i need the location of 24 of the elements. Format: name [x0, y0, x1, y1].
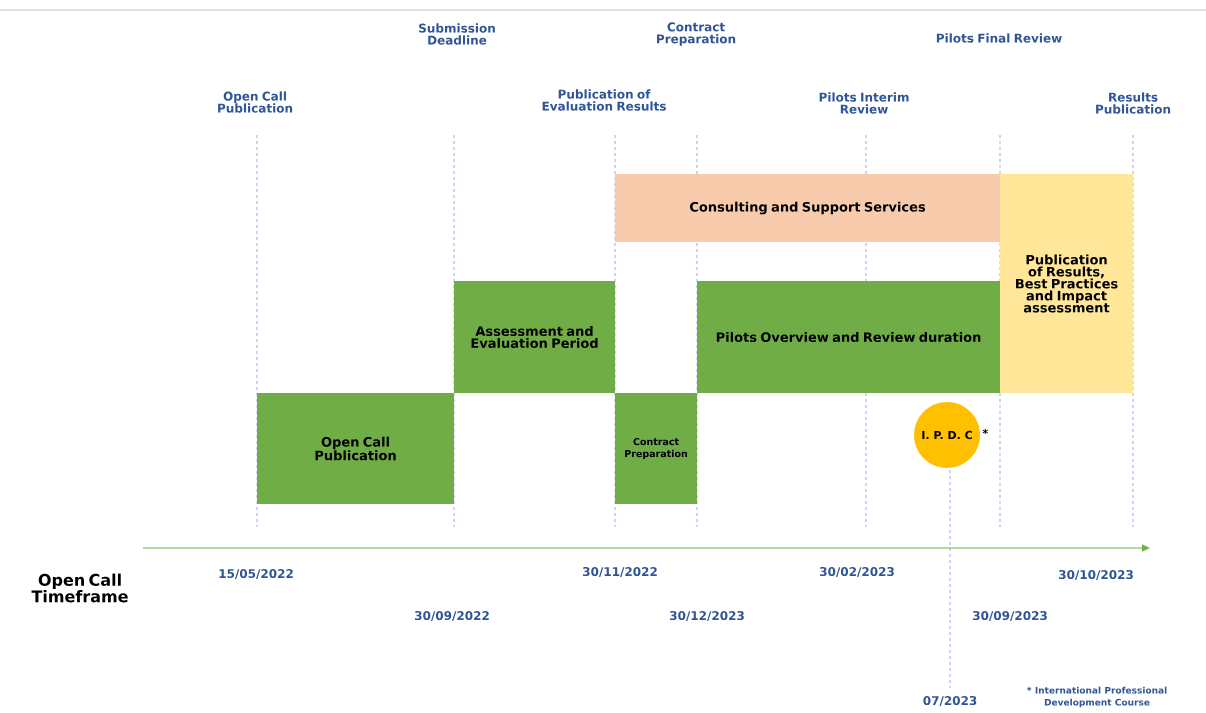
date-label: 30/10/2023: [1059, 570, 1133, 580]
row-label: Open Call Timeframe: [31, 573, 128, 603]
date-label: 15/05/2022: [219, 569, 293, 579]
date-label: 07/2023: [923, 696, 977, 706]
milestone-label: Pilots Interim Review: [819, 92, 909, 114]
process-box: Assessment and Evaluation Period: [454, 281, 615, 393]
date-label: 30/09/2022: [415, 611, 489, 621]
milestone-label: Results Publication: [1096, 92, 1171, 114]
date-label: 30/02/2023: [820, 567, 894, 577]
process-box: Publication of Results, Best Practices and Impact assessment: [1000, 174, 1133, 393]
footnote-mark: *: [982, 428, 988, 435]
milestone-label: Submission Deadline: [419, 23, 495, 45]
date-label: 30/12/2023: [670, 611, 744, 621]
process-box: Consulting and Support Services: [615, 174, 1000, 242]
date-label: 30/09/2023: [973, 611, 1047, 621]
process-box: Contract Preparation: [615, 393, 697, 504]
process-box: Pilots Overview and Review duration: [697, 281, 1000, 393]
footnote: * International Professional Development Course: [1027, 686, 1167, 708]
milestone-label: Contract Preparation: [657, 22, 736, 46]
date-label: 30/11/2022: [583, 567, 657, 577]
process-box: Open Call Publication: [257, 393, 454, 504]
milestone-label: Pilots Final Review: [936, 33, 1062, 43]
milestone-label: Publication of Evaluation Results: [542, 89, 666, 111]
milestone-label: Open Call Publication: [218, 91, 293, 113]
